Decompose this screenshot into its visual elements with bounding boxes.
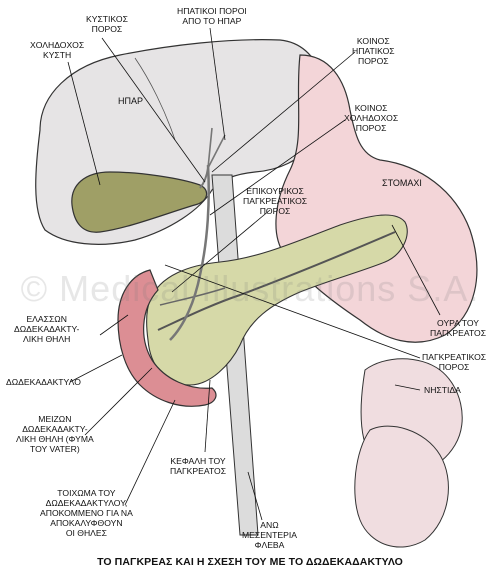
- label-stomach: ΣΤΟΜΑΧΙ: [382, 178, 422, 188]
- common-bile-duct: [169, 164, 210, 341]
- duodenum: [117, 269, 217, 407]
- jejunum: [354, 358, 463, 548]
- label-duodenum: ΔΩΔΕΚΑΔΑΚΤΥΛΟ: [6, 377, 81, 387]
- hepatic-ducts: [207, 127, 226, 169]
- leader-lines: [67, 27, 441, 521]
- cystic-duct: [199, 167, 209, 189]
- label-liver: ΗΠΑΡ: [118, 96, 144, 106]
- gallbladder: [71, 171, 208, 233]
- label-jejunum: ΝΗΣΤΙΔΑ: [424, 385, 461, 395]
- liver-fissure: [134, 57, 176, 141]
- accessory-duct: [159, 287, 226, 306]
- pancreatic-duct: [157, 231, 396, 331]
- figure-caption: ΤΟ ΠΑΓΚΡΕΑΣ ΚΑΙ Η ΣΧΕΣΗ ΤΟΥ ΜΕ ΤΟ ΔΩΔΕΚΑ…: [97, 556, 403, 568]
- watermark: © Medical Illustrations S.A.: [20, 268, 480, 309]
